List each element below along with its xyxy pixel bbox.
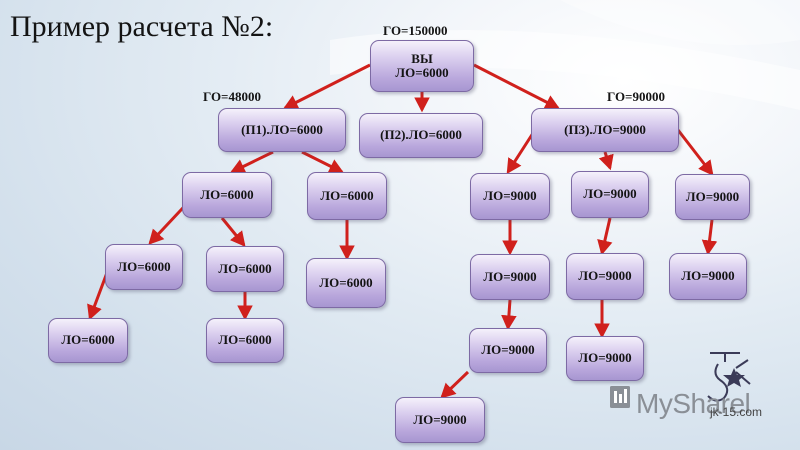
node-a1aa: ЛО=6000: [48, 318, 128, 363]
node-b1aaa: ЛО=9000: [395, 397, 485, 443]
page-title: Пример расчета №2:: [10, 10, 274, 43]
edge-b2-b2a: [597, 217, 613, 256]
node-root-title: ВЫ: [411, 50, 433, 66]
go-root-label: ГО=150000: [383, 23, 448, 38]
node-a2: ЛО=6000: [307, 172, 387, 220]
edge-b3-b3a: [701, 219, 718, 256]
edge-p1-a1: [229, 150, 274, 174]
node-b1a: ЛО=9000: [470, 254, 550, 300]
edge-p3-b1: [506, 129, 537, 175]
node-b2a: ЛО=9000: [566, 253, 644, 300]
node-p1: (П1).ЛО=6000: [218, 108, 346, 152]
node-b2aa: ЛО=9000: [566, 336, 644, 381]
node-a1ba: ЛО=6000: [206, 318, 284, 363]
go-right-label: ГО=90000: [607, 89, 665, 104]
edge-p3-b2: [598, 151, 614, 171]
edge-root-p3: [473, 63, 561, 110]
edge-a1-a1b: [220, 217, 246, 247]
star-icon: [723, 368, 745, 387]
node-b1: ЛО=9000: [470, 173, 550, 220]
watermark-text: MySharel: [636, 388, 751, 419]
edge-root-p1: [282, 63, 371, 110]
watermark-logo: [610, 352, 751, 408]
edge-b1a-b1aa: [501, 299, 517, 331]
presentation-icon: [610, 386, 630, 408]
node-root-value: ЛО=6000: [395, 65, 449, 80]
node-p2: (П2).ЛО=6000: [359, 113, 483, 158]
node-b3: ЛО=9000: [675, 174, 750, 220]
edge-b1aa-b1aaa: [440, 370, 470, 399]
node-a1: ЛО=6000: [182, 172, 272, 218]
edge-p3-b3: [676, 129, 714, 176]
edge-p1-a2: [301, 150, 345, 174]
node-root: ВЫ ЛО=6000: [370, 40, 474, 92]
node-a2a: ЛО=6000: [306, 258, 386, 308]
node-a1a: ЛО=6000: [105, 244, 183, 290]
node-a1b: ЛО=6000: [206, 246, 284, 292]
node-p3: (П3).ЛО=9000: [531, 108, 679, 152]
node-b2: ЛО=9000: [571, 171, 649, 218]
node-b3a: ЛО=9000: [669, 253, 747, 300]
node-b1aa: ЛО=9000: [469, 328, 547, 373]
go-left-label: ГО=48000: [203, 89, 261, 104]
watermark-domain: jk-15.com: [710, 405, 763, 419]
